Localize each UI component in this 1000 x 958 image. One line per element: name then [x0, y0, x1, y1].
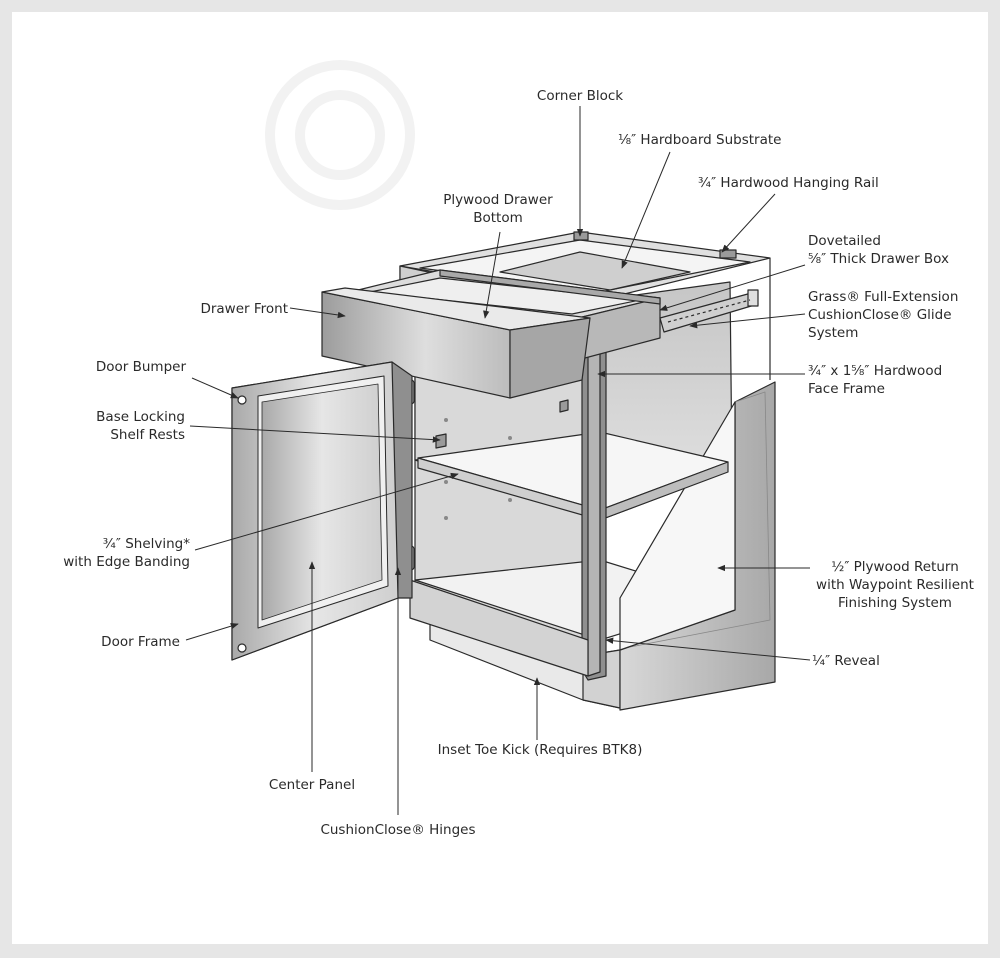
door: [231, 361, 413, 661]
leader-hardboard: [621, 151, 671, 269]
drawer-glide: [659, 289, 759, 333]
leader-lines: [185, 106, 811, 815]
label-shelving-line1: ¾″ Shelving*: [102, 536, 190, 552]
label-face-frame: ¾″ x 1⅝″ Hardwood Face Frame: [808, 362, 942, 398]
label-hinges: CushionClose® Hinges: [300, 821, 496, 839]
label-drawer-box-line2: ⅝″ Thick Drawer Box: [808, 251, 950, 267]
shelf-rest-holes: [444, 418, 512, 520]
label-center-panel-text: Center Panel: [268, 777, 356, 793]
label-door-frame: Door Frame: [60, 633, 180, 651]
label-hinges-text: CushionClose® Hinges: [320, 822, 476, 838]
label-center-panel: Center Panel: [240, 776, 384, 794]
label-reveal: ¼″ Reveal: [812, 652, 880, 670]
label-glide-line1: Grass® Full-Extension: [808, 289, 959, 305]
leader-hanging-rail: [721, 193, 776, 253]
label-face-frame-line2: Face Frame: [808, 381, 885, 397]
label-plywood-return-line1: ½″ Plywood Return: [831, 559, 959, 575]
label-corner-block: Corner Block: [520, 87, 640, 105]
label-hardboard: ⅛″ Hardboard Substrate: [618, 131, 781, 149]
leader-drawer-bottom: [483, 231, 501, 319]
label-drawer-bottom-line2: Bottom: [473, 210, 523, 226]
leader-glide: [689, 313, 806, 329]
label-drawer-bottom-line1: Plywood Drawer: [443, 192, 553, 208]
label-door-bumper-text: Door Bumper: [95, 359, 186, 375]
label-shelving-line2: with Edge Banding: [63, 554, 190, 570]
leader-drawer-front: [289, 307, 346, 319]
label-hanging-rail: ¾″ Hardwood Hanging Rail: [698, 174, 879, 192]
label-hardboard-text: ⅛″ Hardboard Substrate: [618, 132, 782, 148]
label-plywood-return-line2: with Waypoint Resilient: [816, 577, 974, 593]
leader-door-bumper: [191, 377, 239, 399]
label-drawer-front-text: Drawer Front: [200, 301, 288, 317]
label-face-frame-line1: ¾″ x 1⅝″ Hardwood: [808, 363, 943, 379]
label-corner-block-text: Corner Block: [536, 88, 624, 104]
label-shelf-rests: Base Locking Shelf Rests: [60, 408, 185, 444]
label-toe-kick: Inset Toe Kick (Requires BTK8): [420, 741, 660, 759]
label-plywood-return-line3: Finishing System: [838, 595, 952, 611]
label-reveal-text: ¼″ Reveal: [812, 653, 880, 669]
drawer-box: [349, 269, 661, 363]
label-toe-kick-text: Inset Toe Kick (Requires BTK8): [437, 742, 643, 758]
leader-drawer-box: [659, 264, 806, 311]
label-glide-line3: System: [808, 325, 859, 341]
label-drawer-front: Drawer Front: [150, 300, 288, 318]
label-drawer-bottom: Plywood Drawer Bottom: [430, 191, 566, 227]
label-drawer-box-line1: Dovetailed: [808, 233, 881, 249]
drawer-front: [321, 287, 591, 399]
shelf-rest: [435, 399, 569, 449]
leader-door-frame: [185, 623, 239, 641]
label-shelf-rests-line2: Shelf Rests: [110, 427, 185, 443]
label-shelf-rests-line1: Base Locking: [96, 409, 185, 425]
label-plywood-return: ½″ Plywood Return with Waypoint Resilien…: [806, 558, 984, 612]
leader-shelf-rests: [189, 425, 441, 443]
label-drawer-box: Dovetailed ⅝″ Thick Drawer Box: [808, 232, 949, 268]
leader-reveal: [605, 637, 811, 661]
watermark: [265, 60, 415, 210]
label-glide-line2: CushionClose® Glide: [808, 307, 952, 323]
label-shelving: ¾″ Shelving* with Edge Banding: [40, 535, 190, 571]
label-door-frame-text: Door Frame: [101, 634, 180, 650]
leader-shelving: [194, 472, 459, 551]
label-door-bumper: Door Bumper: [60, 358, 186, 376]
label-glide: Grass® Full-Extension CushionClose® Glid…: [808, 288, 958, 342]
label-hanging-rail-text: ¾″ Hardwood Hanging Rail: [698, 175, 879, 191]
